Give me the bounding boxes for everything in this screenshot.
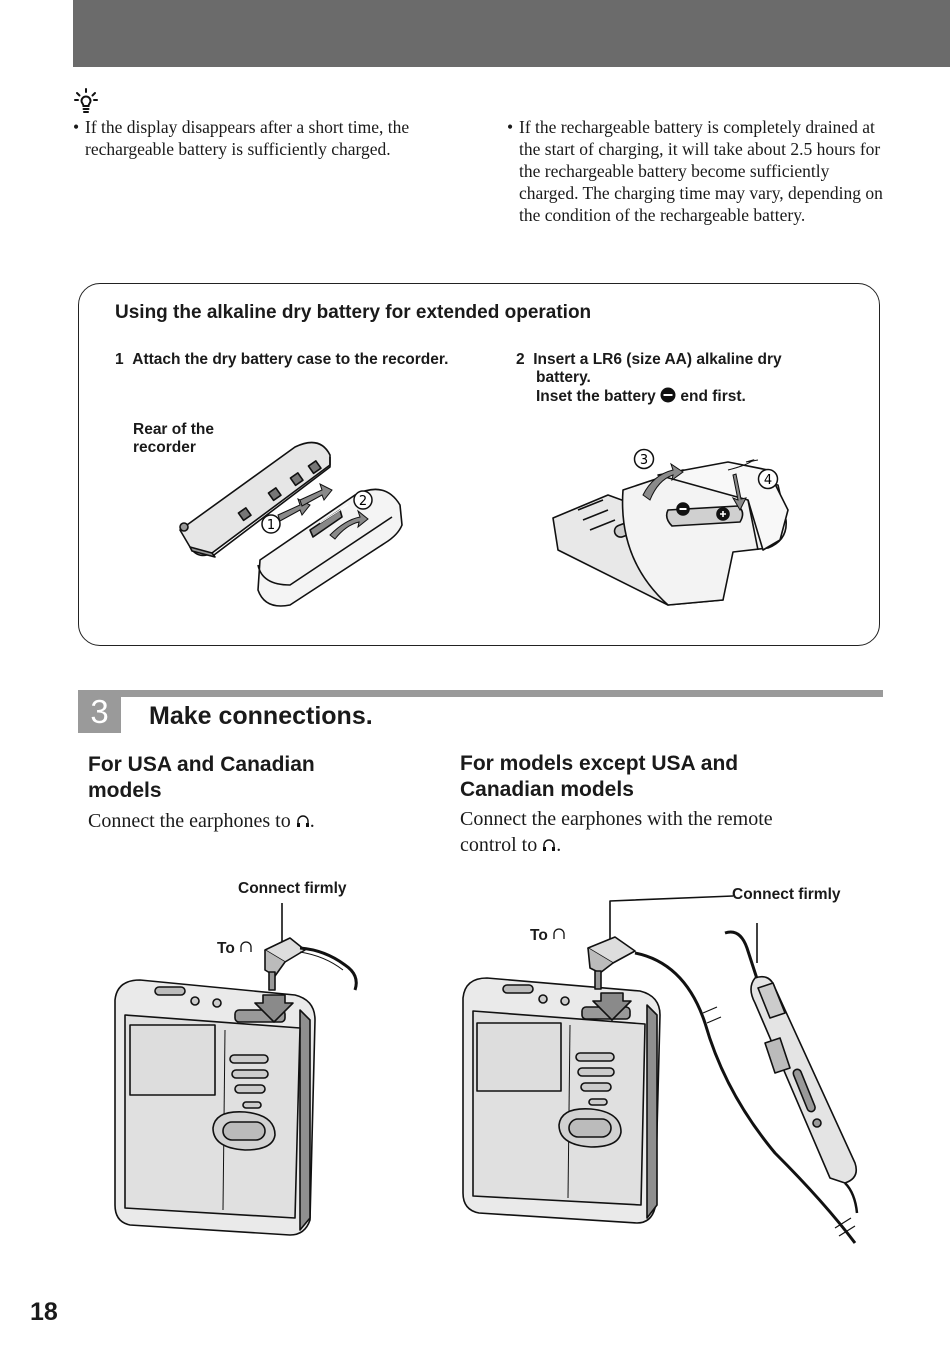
tip-left-text: If the display disappears after a short … bbox=[85, 117, 410, 159]
page-number: 18 bbox=[30, 1298, 58, 1326]
section-title: Make connections. bbox=[149, 702, 373, 730]
alkaline-battery-box bbox=[78, 283, 880, 646]
tip-left: • If the display disappears after a shor… bbox=[73, 116, 470, 160]
usa-canada-heading: For USA and Canadian models bbox=[88, 752, 315, 804]
step-2-line-3: Inset the battery bbox=[536, 388, 656, 405]
step-2-line-1: Insert a LR6 (size AA) alkaline dry bbox=[533, 351, 782, 368]
to-label-right: To bbox=[530, 927, 548, 944]
usa-canada-heading-line-1: For USA and Canadian bbox=[88, 753, 315, 776]
insert-battery-illustration: 3 4 bbox=[552, 448, 789, 606]
tip-right-text: If the rechargeable battery is completel… bbox=[519, 117, 883, 225]
header-bar bbox=[73, 0, 950, 67]
other-models-body-line-1: Connect the earphones with the remote bbox=[460, 808, 773, 830]
other-models-body: Connect the earphones with the remote co… bbox=[460, 806, 773, 858]
lightbulb-hint-icon bbox=[74, 88, 98, 113]
headphones-icon bbox=[240, 941, 252, 952]
rear-of-recorder-label: Rear of the recorder bbox=[133, 421, 214, 457]
recorder-remote-connection-other bbox=[462, 895, 859, 1244]
step-2-line-3-end: end first. bbox=[680, 388, 746, 405]
usa-canada-body: Connect the earphones to . bbox=[88, 808, 315, 834]
other-models-heading: For models except USA and Canadian model… bbox=[460, 751, 738, 803]
step-2-line-2: battery. bbox=[536, 369, 591, 386]
to-headphones-label-right: To bbox=[530, 927, 566, 945]
other-models-heading-line-1: For models except USA and bbox=[460, 752, 739, 775]
usa-canada-body-text: Connect the earphones to bbox=[88, 810, 291, 832]
recorder-earphone-connection-usa bbox=[114, 903, 358, 1236]
circled-4: 4 bbox=[764, 473, 772, 488]
usa-canada-body-end: . bbox=[309, 810, 315, 832]
section-bar bbox=[78, 690, 883, 697]
rear-label-line-1: Rear of the bbox=[133, 421, 214, 438]
other-models-heading-line-2: Canadian models bbox=[460, 778, 634, 801]
circled-3: 3 bbox=[640, 453, 648, 468]
to-label-left: To bbox=[217, 940, 235, 957]
headphones-icon bbox=[543, 839, 556, 851]
other-models-body-line-2: control to bbox=[460, 834, 538, 856]
step-2-number: 2 bbox=[516, 351, 525, 368]
usa-canada-heading-line-2: models bbox=[88, 779, 162, 802]
alkaline-box-title: Using the alkaline dry battery for exten… bbox=[115, 302, 592, 323]
circled-1: 1 bbox=[267, 518, 275, 533]
headphones-icon bbox=[296, 815, 309, 827]
bullet: • bbox=[507, 117, 514, 137]
connect-firmly-label-right: Connect firmly bbox=[732, 886, 841, 903]
tip-right: • If the rechargeable battery is complet… bbox=[507, 116, 884, 226]
circled-2: 2 bbox=[359, 494, 367, 509]
step-1-text: Attach the dry battery case to the recor… bbox=[132, 351, 449, 368]
headphones-icon bbox=[553, 928, 565, 939]
to-headphones-label-left: To bbox=[217, 940, 253, 958]
connect-firmly-label-left: Connect firmly bbox=[238, 880, 347, 897]
battery-case-attach-illustration: 1 2 bbox=[179, 441, 403, 607]
minus-terminal-icon bbox=[660, 387, 676, 403]
section-number: 3 bbox=[78, 690, 121, 733]
rear-label-line-2: recorder bbox=[133, 439, 196, 456]
bullet: • bbox=[73, 117, 80, 137]
step-1: 1 Attach the dry battery case to the rec… bbox=[115, 351, 448, 369]
step-1-number: 1 bbox=[115, 351, 124, 368]
step-2: 2 Insert a LR6 (size AA) alkaline dry ba… bbox=[516, 351, 782, 406]
other-models-body-end: . bbox=[556, 834, 562, 856]
